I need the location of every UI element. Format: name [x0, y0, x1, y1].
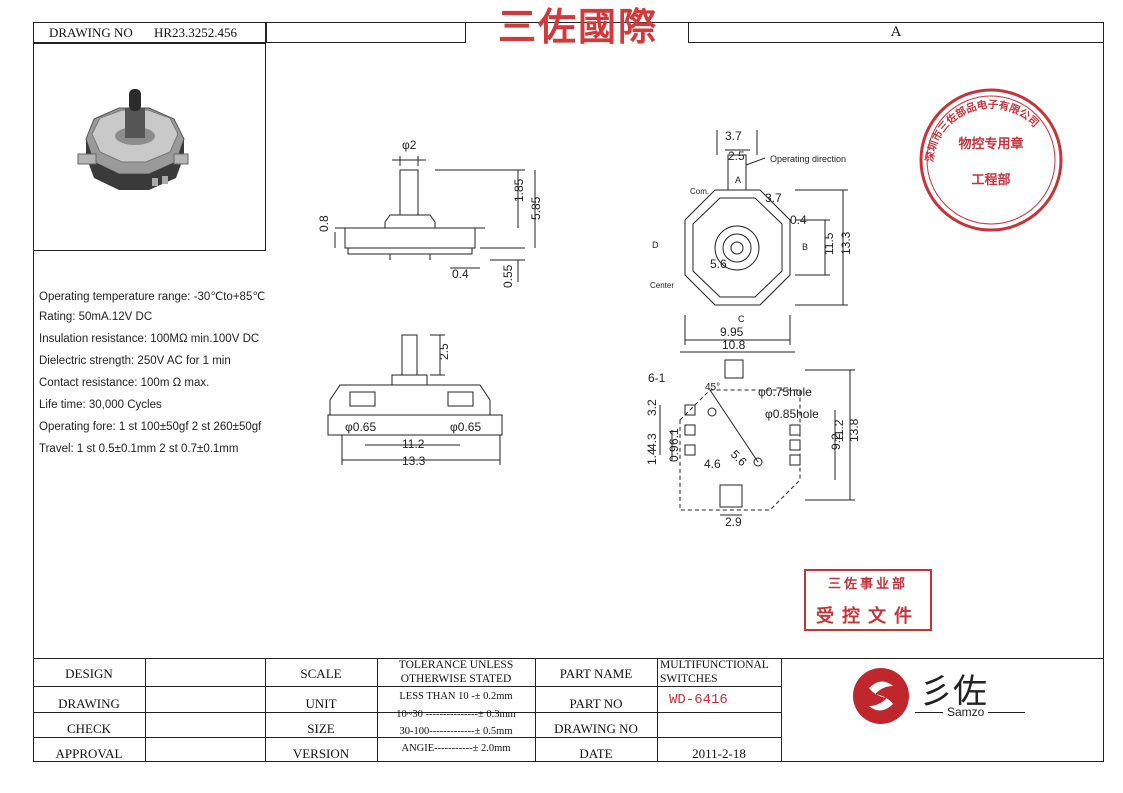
pcb-layout-view	[659, 359, 855, 516]
label-dir-d: D	[652, 240, 659, 250]
header-blank-cell	[266, 22, 466, 43]
stamp-round-inner: 工程部	[971, 172, 1010, 188]
samzo-swirl-icon	[853, 668, 909, 724]
drawing-frame	[33, 22, 1104, 762]
stamp-rect-bottom: 受控文件	[816, 606, 920, 627]
product-photo	[33, 43, 266, 251]
tb-design-label: DESIGN	[65, 666, 113, 681]
tb-check-label: CHECK	[66, 721, 112, 736]
dim-top-115: 11.5	[822, 232, 836, 255]
spec-temperature: Operating temperature range: -30℃to+85℃	[39, 291, 266, 303]
tb-version-label: VERSION	[292, 746, 350, 761]
tb-part-name-value-2: SWITCHES	[660, 673, 718, 685]
tb-tol-a: LESS THAN 10 -± 0.2mm	[399, 691, 513, 702]
dim-top-37: 3.7	[765, 191, 782, 205]
samzo-logo: 彡佐 Samzo	[851, 662, 1051, 732]
logo-en-text: Samzo	[943, 705, 989, 719]
tb-tolerance-1: TOLERANCE UNLESS	[398, 659, 514, 671]
spec-life-time: Life time: 30,000 Cycles	[39, 399, 162, 411]
dim-front-left: 0.8	[317, 215, 331, 232]
dim-front-dia: φ2	[402, 138, 417, 152]
round-company-stamp: 深圳市三佐部品电子有限公司 物控专用章 工程部	[919, 88, 1063, 232]
tb-drawing-no-label: DRAWING NO	[554, 721, 638, 736]
tb-unit-label: UNIT	[305, 696, 337, 711]
dim-top-56: 5.6	[710, 257, 727, 271]
label-center: Center	[650, 281, 674, 290]
pcb-angle: 45°	[705, 382, 720, 393]
tb-part-name-label: PART NAME	[559, 666, 633, 681]
pcb-dim-138: 13.8	[847, 418, 861, 442]
tb-tol-b: 10~30 ---------------± 0.3mm	[396, 709, 516, 720]
spec-contact-resistance: Contact resistance: 100m Ω max.	[39, 377, 210, 389]
pcb-dim-43: 4.3	[645, 433, 659, 450]
tb-part-name-value-1: MULTIFUNCTIONAL	[660, 659, 769, 671]
pcb-dim-09: 0.9	[667, 445, 681, 462]
switch-photo-illustration	[77, 89, 189, 190]
tb-tol-c: 30-100-------------± 0.5mm	[399, 726, 513, 737]
tb-date-value: 2011-2-18	[692, 746, 746, 761]
dim-top-w2: 2.5	[728, 149, 745, 163]
label-dir-a: A	[735, 175, 741, 185]
dim-side-d1: φ0.65	[345, 420, 376, 434]
drawing-no-cell: DRAWING NO HR23.3252.456	[33, 22, 266, 43]
dim-top-04: 0.4	[790, 213, 807, 227]
pcb-dim-56: 5.6	[728, 447, 750, 469]
svg-text:深圳市三佐部品电子有限公司: 深圳市三佐部品电子有限公司	[923, 98, 1041, 163]
company-title: 三佐國際	[497, 4, 658, 49]
tb-tol-d: ANGIE-----------± 2.0mm	[401, 743, 511, 754]
dim-top-w1: 3.7	[725, 129, 742, 143]
dim-front-base: 0.55	[501, 264, 515, 288]
front-view	[334, 156, 536, 282]
spec-dielectric: Dielectric strength: 250V AC for 1 min	[39, 355, 231, 367]
dim-top-995: 9.95	[720, 325, 744, 339]
tb-part-no-value: WD-6416	[669, 692, 728, 708]
tb-approval-label: APPROVAL	[55, 746, 123, 761]
dim-side-width: 13.3	[402, 454, 426, 468]
tb-scale-label: SCALE	[300, 666, 342, 681]
label-dir-c: C	[738, 314, 745, 324]
side-view	[327, 334, 503, 465]
stamp-rect-top: 三佐事业部	[827, 577, 908, 592]
pcb-dim-14: 1.4	[645, 448, 659, 465]
technical-drawing: φ2 1.85 5.85 0.8 0.4 0.55 2.5 φ0.65 φ0.6…	[317, 129, 861, 529]
pcb-hole1: φ0.75hole	[758, 385, 812, 399]
pcb-hole2: φ0.85hole	[765, 407, 819, 421]
revision-cell: A	[688, 22, 1104, 43]
stamp-round-outer: 深圳市三佐部品电子有限公司	[923, 98, 1041, 163]
spec-operating-force: Operating fore: 1 st 100±50gf 2 st 260±5…	[39, 421, 262, 433]
label-com-top: Com.	[690, 187, 709, 196]
dim-front-pin: 0.4	[452, 267, 469, 281]
pcb-label: 6-1	[648, 371, 666, 385]
tb-date-label: DATE	[579, 746, 613, 761]
label-operating-direction: Operating direction	[770, 154, 846, 164]
dim-top-108: 10.8	[722, 338, 746, 352]
drawing-no-value: HR23.3252.456	[154, 25, 238, 40]
title-block: DESIGN DRAWING CHECK APPROVAL SCALE UNIT…	[33, 658, 1104, 762]
dim-top-133: 13.3	[839, 231, 853, 255]
top-view	[680, 130, 848, 353]
tb-tolerance-2: OTHERWISE STATED	[400, 673, 512, 685]
label-dir-b: B	[802, 242, 808, 252]
dim-front-h1: 1.85	[512, 178, 526, 202]
spec-travel: Travel: 1 st 0.5±0.1mm 2 st 0.7±0.1mm	[39, 443, 239, 455]
tb-drawing-label: DRAWING	[58, 696, 120, 711]
spec-rating: Rating: 50mA.12V DC	[39, 311, 153, 323]
pcb-dim-61: 6.1	[667, 428, 681, 445]
pcb-dim-29: 2.9	[725, 515, 742, 529]
dim-front-h2: 5.85	[529, 196, 543, 220]
dim-side-h: 2.5	[437, 343, 451, 360]
pcb-dim-46: 4.6	[704, 457, 721, 471]
dim-side-d2: φ0.65	[450, 420, 481, 434]
pcb-dim-112: 11.2	[832, 419, 846, 442]
dim-side-pitch: 11.2	[402, 437, 425, 451]
tb-size-label: SIZE	[307, 721, 335, 736]
controlled-document-stamp: 三佐事业部 受控文件	[804, 569, 932, 631]
revision-value: A	[890, 24, 902, 40]
drawing-no-label: DRAWING NO	[49, 25, 133, 40]
pcb-dim-92: 9.2	[829, 433, 843, 450]
tb-part-no-label: PART NO	[569, 696, 623, 711]
stamp-round-mid: 物控专用章	[958, 136, 1023, 152]
spec-insulation: Insulation resistance: 100MΩ min.100V DC	[39, 333, 260, 345]
pcb-dim-32: 3.2	[645, 399, 659, 416]
